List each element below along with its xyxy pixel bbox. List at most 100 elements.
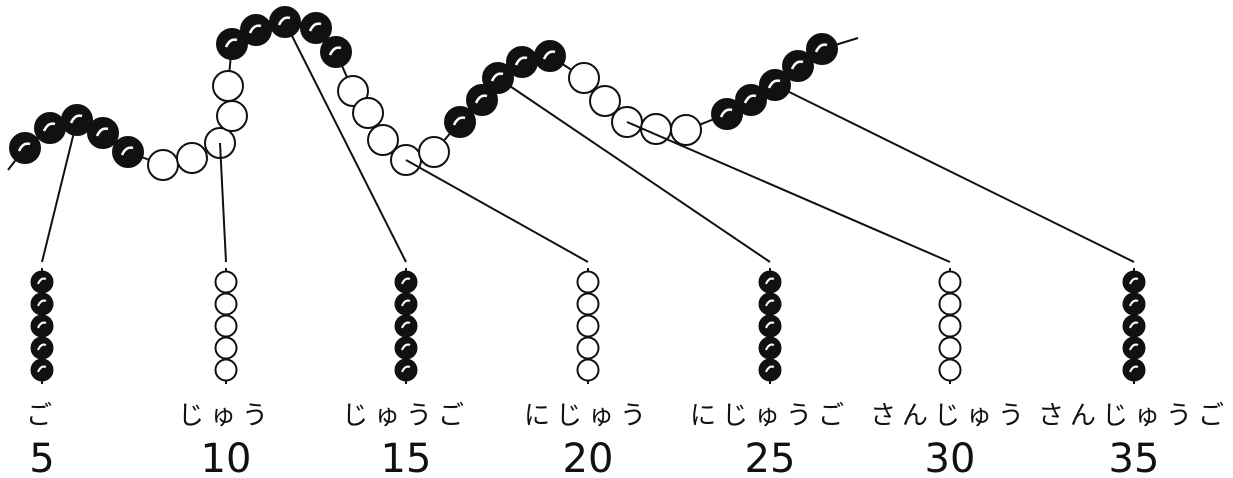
number-label-30: 30: [925, 436, 976, 478]
column-bead-25-5: [758, 358, 782, 382]
bead-highlight: [1129, 365, 1139, 373]
bead-highlight: [120, 146, 134, 156]
column-bead-15-5: [394, 358, 418, 382]
string-bead-9: [216, 100, 248, 132]
bead-highlight: [743, 94, 757, 104]
column-bead-20-1: [576, 270, 600, 294]
bead-highlight: [17, 142, 31, 152]
number-label-25: 25: [745, 436, 796, 478]
string-bead-2: [34, 112, 66, 144]
column-bead-10-1: [214, 270, 238, 294]
bead-highlight: [765, 321, 775, 329]
string-bead-24: [506, 46, 538, 78]
leader-line-10: [219, 142, 227, 263]
column-bead-35-4: [1122, 336, 1146, 360]
column-bead-30-1: [938, 270, 962, 294]
string-bead-14: [300, 12, 332, 44]
column-bead-35-2: [1122, 292, 1146, 316]
string-bead-6: [147, 149, 179, 181]
leader-line-30: [626, 121, 951, 263]
bead-highlight: [452, 116, 466, 126]
string-bead-25: [534, 40, 566, 72]
bead-highlight: [514, 56, 528, 66]
column-bead-15-3: [394, 314, 418, 338]
bead-highlight: [37, 321, 47, 329]
column-bead-5-3: [30, 314, 54, 338]
bead-highlight: [401, 343, 411, 351]
bead-highlight: [37, 365, 47, 373]
column-bead-25-4: [758, 336, 782, 360]
string-bead-27: [589, 85, 621, 117]
reading-label-5: ご: [26, 401, 58, 431]
column-bead-20-5: [576, 358, 600, 382]
string-bead-1: [9, 132, 41, 164]
bead-highlight: [490, 72, 504, 82]
reading-label-30: さんじゅう: [870, 401, 1030, 431]
bead-highlight: [1129, 299, 1139, 307]
leader-line-25: [497, 77, 771, 263]
labels: ご じゅう じゅうご にじゅう にじゅうご さんじゅう さんじゅうご 5 10 …: [26, 401, 1230, 478]
string-bead-16: [337, 75, 369, 107]
number-label-35: 35: [1109, 436, 1160, 478]
string-bead-7: [176, 142, 208, 174]
string-bead-21: [444, 106, 476, 138]
reading-label-20: にじゅう: [524, 401, 652, 431]
string-bead-30: [670, 114, 702, 146]
string-bead-32: [735, 84, 767, 116]
bead-highlight: [765, 299, 775, 307]
column-bead-5-2: [30, 292, 54, 316]
column-bead-10-3: [214, 314, 238, 338]
bead-highlight: [248, 24, 262, 34]
bead-highlight: [277, 16, 291, 26]
bead-highlight: [401, 299, 411, 307]
bead-highlight: [95, 127, 109, 137]
leader-line-5: [41, 119, 78, 263]
reading-label-10: じゅう: [178, 401, 274, 431]
number-label-5: 5: [29, 436, 54, 478]
string-bead-17: [352, 97, 384, 129]
column-bead-25-1: [758, 270, 782, 294]
string-bead-15: [320, 36, 352, 68]
bead-highlight: [401, 365, 411, 373]
leader-line-15: [284, 21, 407, 263]
number-label-10: 10: [201, 436, 252, 478]
bead-highlight: [37, 277, 47, 285]
column-bead-30-2: [938, 292, 962, 316]
column-bead-10-4: [214, 336, 238, 360]
string-bead-34: [782, 50, 814, 82]
bead-highlight: [401, 277, 411, 285]
column-bead-5-4: [30, 336, 54, 360]
column-bead-30-3: [938, 314, 962, 338]
bead-highlight: [765, 365, 775, 373]
string-bead-5: [112, 136, 144, 168]
string-bead-26: [568, 62, 600, 94]
bead-highlight: [767, 79, 781, 89]
leader-line-35: [774, 84, 1135, 263]
bead-highlight: [37, 343, 47, 351]
bead-highlight: [1129, 277, 1139, 285]
column-bead-35-5: [1122, 358, 1146, 382]
string-bead-18: [367, 124, 399, 156]
bead-highlight: [37, 299, 47, 307]
column-bead-35-1: [1122, 270, 1146, 294]
bead-highlight: [1129, 321, 1139, 329]
string-bead-11: [216, 28, 248, 60]
bead-highlight: [42, 122, 56, 132]
column-bead-10-5: [214, 358, 238, 382]
leader-line-20: [405, 159, 589, 263]
bead-highlight: [69, 114, 83, 124]
leader-lines: [41, 21, 1135, 263]
reading-label-35: さんじゅうご: [1038, 401, 1230, 431]
column-bead-15-1: [394, 270, 418, 294]
bead-highlight: [814, 43, 828, 53]
bead-highlight: [765, 277, 775, 285]
bead-highlight: [765, 343, 775, 351]
bead-highlight: [224, 38, 238, 48]
bead-highlight: [790, 60, 804, 70]
bead-highlight: [328, 46, 342, 56]
column-bead-15-4: [394, 336, 418, 360]
string-bead-10: [212, 70, 244, 102]
bead-highlight: [1129, 343, 1139, 351]
column-bead-25-2: [758, 292, 782, 316]
reading-label-15: じゅうご: [342, 401, 470, 431]
